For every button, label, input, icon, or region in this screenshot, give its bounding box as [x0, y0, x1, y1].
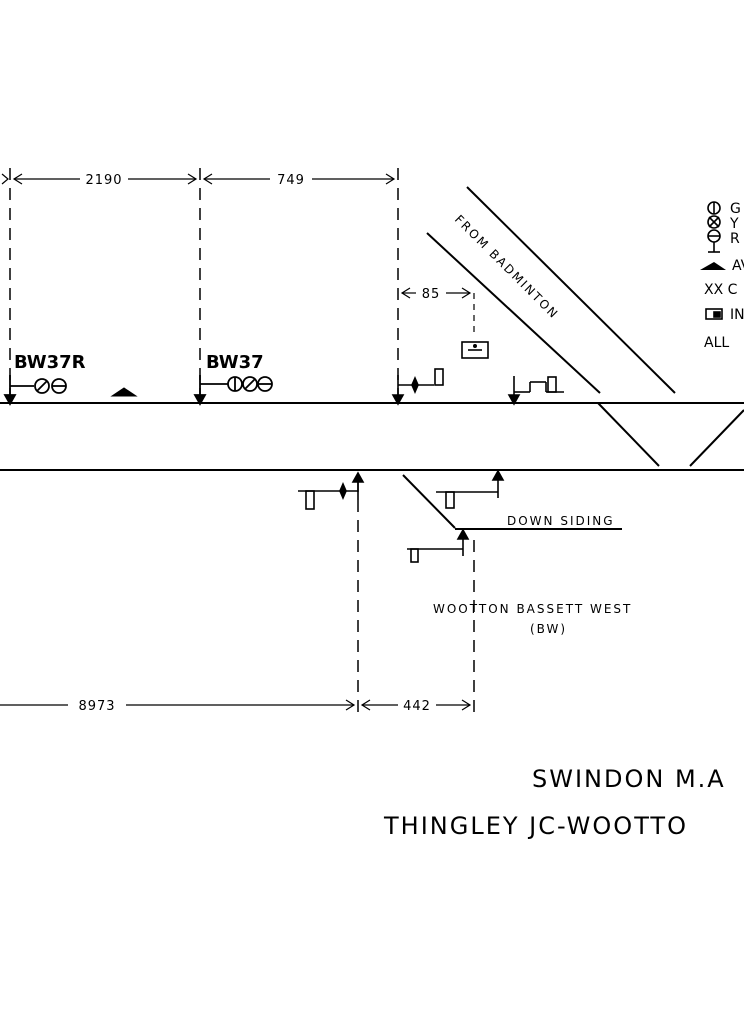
dimension-8973-label: 8973 — [78, 699, 115, 714]
dimension-442-label: 442 — [403, 699, 431, 714]
legend-item-aws: AV — [732, 258, 744, 274]
legend-indicator-icon — [705, 308, 723, 320]
dimension-749-label: 749 — [277, 173, 305, 188]
legend-item-all: ALL — [704, 335, 729, 351]
dimension-85 — [400, 287, 475, 335]
title-line-2: THINGLEY JC-WOOTTO — [383, 812, 688, 840]
shunt-signal-icon — [507, 376, 564, 406]
legend-item-xx: XX C — [704, 282, 738, 298]
signal-bw37r-label: BW37R — [14, 352, 86, 373]
lower-signal-left-icon — [298, 471, 365, 510]
lower-signal-siding-icon — [407, 528, 470, 563]
badminton-branch — [426, 186, 744, 467]
dimension-2190 — [1, 173, 198, 185]
legend-item-in: IN — [730, 307, 744, 323]
dimension-2190-label: 2190 — [85, 173, 122, 188]
legend-aws-icon — [700, 262, 726, 270]
aws-ramp-icon — [110, 387, 138, 397]
legend: G Y R AV XX C IN ALL — [700, 201, 744, 351]
dimension-749 — [202, 173, 396, 185]
signal-bw37-icon — [193, 375, 273, 406]
dimension-85-label: 85 — [422, 287, 441, 302]
legend-item-r: R — [730, 231, 740, 247]
signal-bw37r-icon — [3, 375, 67, 406]
down-siding-label: DOWN SIDING — [507, 514, 615, 528]
lower-signal-mid-icon — [436, 469, 505, 509]
legend-signal-aspect-icon — [707, 201, 721, 253]
legend-item-g: G — [730, 201, 741, 217]
indicator-box-icon — [461, 341, 489, 359]
dimension-8973 — [0, 699, 356, 711]
wootton-bassett-west-label: WOOTTON BASSETT WEST — [433, 602, 632, 616]
down-siding-track — [402, 474, 622, 530]
legend-item-y: Y — [729, 216, 739, 232]
reference-dashed-lines — [9, 168, 475, 715]
dimension-442 — [360, 699, 472, 711]
bw-code-label: (BW) — [530, 622, 567, 636]
ground-signal-icon — [391, 368, 444, 406]
title-line-1: SWINDON M.A — [532, 765, 726, 793]
signal-bw37-label: BW37 — [206, 352, 264, 373]
